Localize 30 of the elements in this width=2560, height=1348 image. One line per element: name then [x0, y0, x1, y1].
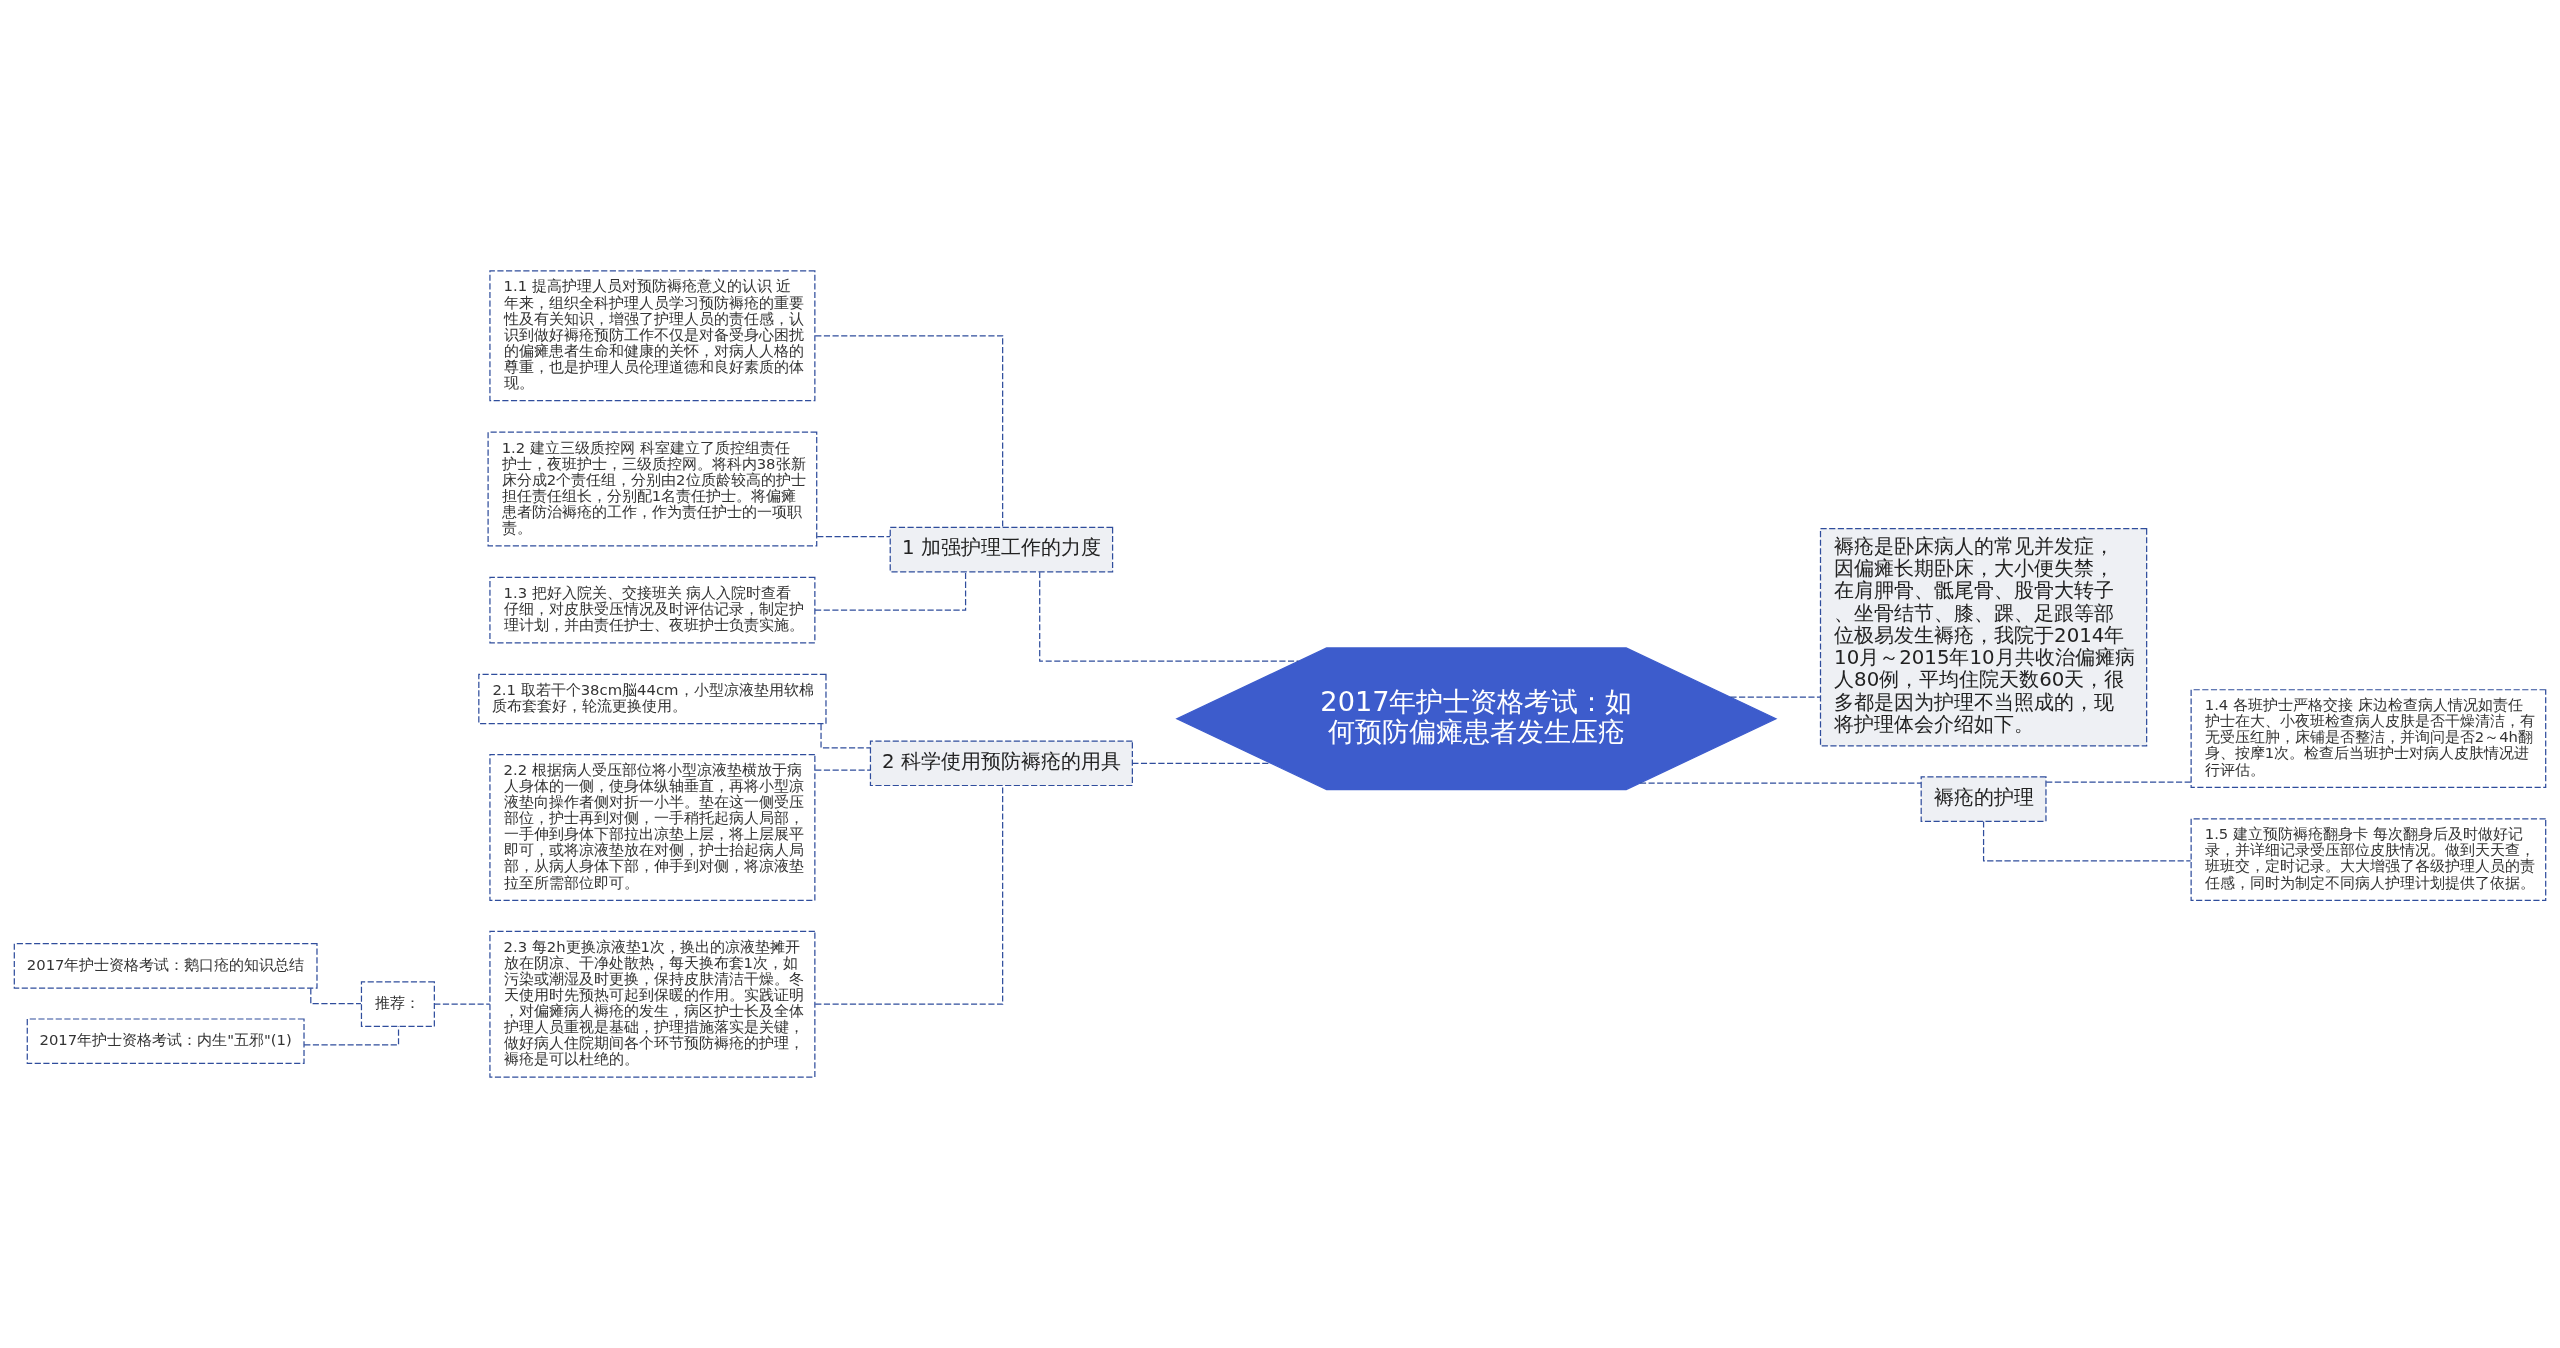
node-box: 1.3 把好入院关、交接班关 病人入院时查看仔细，对皮肤受压情况及时评估记录，制定护理计划，并由责任护士、夜班护士负责实施。 — [489, 576, 816, 644]
node-box: 2.1 取若干个38cm脳44cm，小型凉液垫用软棉质布套套好，轮流更换使用。 — [478, 673, 827, 725]
connector — [2045, 781, 2192, 783]
connector — [310, 987, 362, 1005]
node-box: 褥疮的护理 — [1920, 776, 2047, 822]
connector — [1039, 571, 1300, 662]
connector — [303, 1025, 400, 1046]
node-box: 2.2 根据病人受压部位将小型凉液垫横放于病人身体的一侧，使身体纵轴垂直，再将小型凉液垫向操作者侧对折一小半。垫在这一侧受压部位，护士再到对侧，一手稍托起病人局部，一手伸到身体下部拉出凉垫上层，将上层展平即可，或将凉液垫放在对侧，护士抬起病人局部，从病人身体下部，伸手到对侧，将凉液垫拉至所需部位即可。 — [489, 754, 816, 901]
connector — [814, 571, 967, 611]
node-box: 1.1 提高护理人员对预防褥疮意义的认识 近年来，组织全科护理人员学习预防褥疮的重要性及有关知识，增强了护理人员的责任感，认识到做好褥疮预防工作不仅是对备受身心困扰的偏瘫患者生命和健康的关怀，对病人人格的尊重，也是护理人员伦理道德和良好素质的体现。 — [489, 270, 816, 402]
connector — [1729, 696, 1821, 698]
connector — [814, 785, 1004, 1005]
node-box: 2017年护士资格考试：鹅口疮的知识总结 — [13, 943, 318, 989]
node-box: 2 科学使用预防褥疮的用具 — [869, 740, 1133, 787]
node-box: 1 加强护理工作的力度 — [889, 526, 1114, 573]
node-box: 1.2 建立三级质控网 科室建立了质控组责任护士，夜班护士，三级质控网。将科内38张新床分成2个责任组，分别由2位质龄较高的护士担任责任组长，分别配1名责任护士。将偏瘫患者防治褥疮的工作，作为责任护士的一项职责。 — [487, 431, 818, 547]
node-box: 2017年护士资格考试：内生"五邪"(1) — [26, 1018, 305, 1065]
connector — [816, 535, 891, 538]
connector — [814, 769, 871, 771]
node-box: 1.5 建立预防褥疮翻身卡 每次翻身后及时做好记录，并详细记录受压部位皮肤情况。做到天天查，班班交，定时记录。大大增强了各级护理人员的责任感，同时为制定不同病人护理计划提供了依据。 — [2190, 818, 2547, 901]
connector — [814, 335, 1004, 528]
node-box: 2.3 每2h更换凉液垫1次，换出的凉液垫摊开放在阴凉、干净处散热，每天换布套1次，如污染或潮湿及时更换，保持皮肤清洁干燥。冬天使用时先预热可起到保暖的作用。实践证明，对偏瘫病人褥疮的发生，病区护士长及全体护理人员重视是基础，护理措施落实是关键，做好病人住院期间各个环节预防褥疮的护理，褥疮是可以杜绝的。 — [489, 930, 816, 1078]
node-box: 推荐： — [360, 981, 435, 1028]
connector — [820, 723, 871, 749]
node-box: 1.4 各班护士严格交接 床边检查病人情况如责任护士在大、小夜班检查病人皮肤是否干燥清洁，有无受压红肿，床铺是否整洁，并询问是否2～4h翻身、按摩1次。检查后当班护士对病人皮肤情况进行评估。 — [2190, 689, 2547, 788]
connector — [1131, 762, 1272, 764]
node-box: 褥疮是卧床病人的常见并发症，因偏瘫长期卧床，大小便失禁，在肩胛骨、骶尾骨、股骨大转子、坐骨结节、膝、踝、足跟等部位极易发生褥疮，我院于2014年10月～2015年10月共收治偏瘫病人80例，平均住院天数60天，很多都是因为护理不当照成的，现将护理体会介绍如下。 — [1819, 527, 2148, 747]
connector — [1982, 820, 2192, 862]
connector — [433, 1003, 491, 1005]
connector — [1639, 782, 1922, 784]
